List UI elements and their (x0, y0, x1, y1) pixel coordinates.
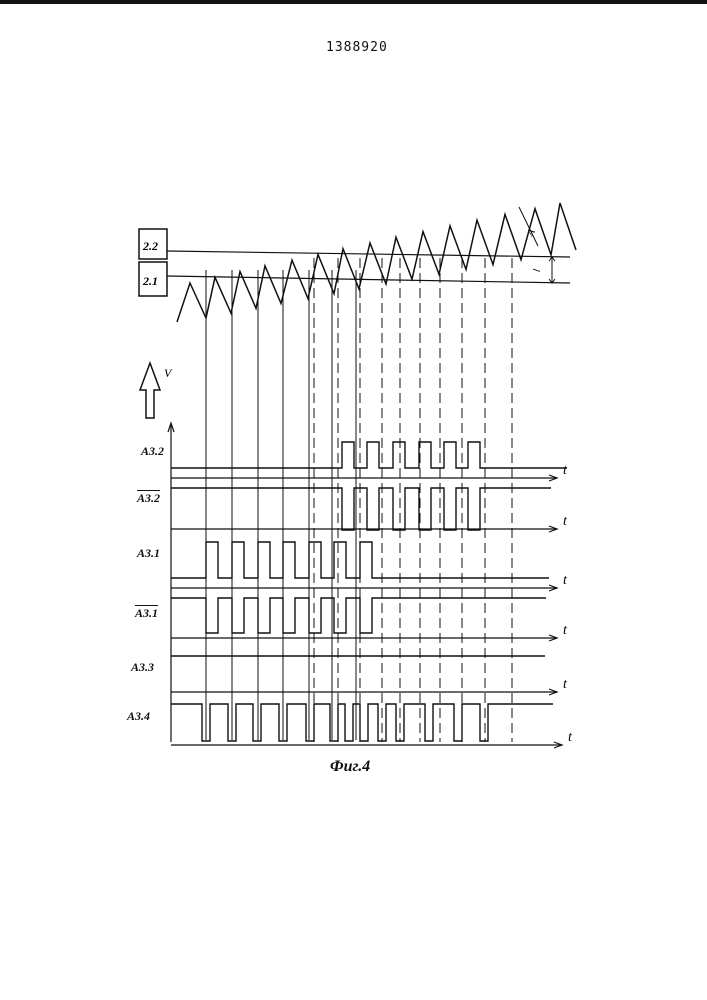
waveform-a3-1 (171, 542, 549, 578)
sawtooth-waveform (177, 203, 576, 322)
signal-label-a3-1-inverted: A3.1 (135, 606, 158, 621)
waveform-a3-4 (171, 704, 553, 741)
time-label: t (563, 677, 568, 692)
level-label-2-1: 2.1 (142, 274, 158, 288)
signal-label-a3-3: A3.3 (131, 660, 154, 675)
sawtooth-path (177, 203, 576, 322)
amplitude-dimension (519, 207, 538, 246)
time-label: t (563, 463, 568, 478)
signal-label-a3-4: A3.4 (127, 709, 150, 724)
time-label: t (563, 573, 568, 588)
signal-label-a3-1: A3.1 (137, 546, 160, 561)
signal-label-a3-2-inverted: A3.2 (137, 491, 160, 506)
time-label: t (568, 730, 573, 745)
velocity-label: V (164, 366, 173, 380)
transition-guide-lines (206, 258, 512, 742)
hysteresis-mark: l (532, 268, 543, 273)
velocity-arrow-icon (140, 363, 160, 418)
waveform-a3-1-inverted (171, 598, 546, 633)
signal-tracks: t t t t t t (171, 442, 573, 748)
threshold-line-2-1 (167, 276, 570, 283)
time-label: t (563, 514, 568, 529)
level-label-2-2: 2.2 (142, 239, 158, 253)
waveform-a3-2-inverted (171, 488, 551, 530)
figure-caption: Фиг.4 (330, 758, 370, 776)
waveform-a3-2 (171, 442, 567, 468)
signal-label-a3-2: A3.2 (141, 444, 164, 459)
time-label: t (563, 623, 568, 638)
